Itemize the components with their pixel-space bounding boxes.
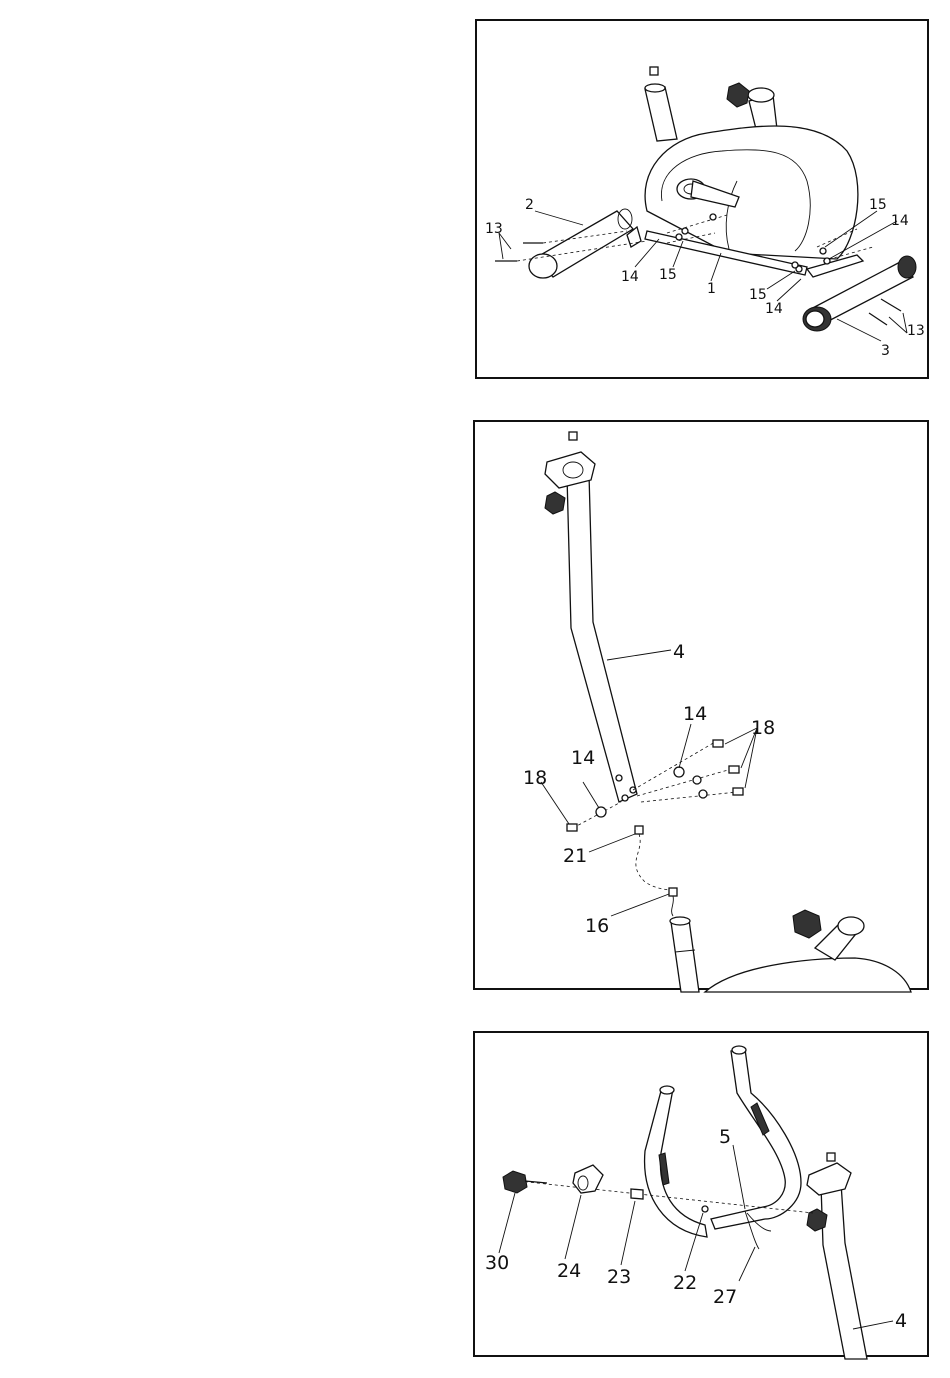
part-label: 13 (485, 221, 503, 237)
handlebar-post-stub (727, 83, 777, 133)
part-label: 15 (659, 267, 677, 283)
sensor-wire (635, 826, 677, 916)
assembly-step-panel-1: 2 13 14 15 1 15 14 15 14 13 3 (475, 19, 929, 379)
clamp-bracket (573, 1165, 603, 1193)
frame-stabilizer-drawing: 2 13 14 15 1 15 14 15 14 13 3 (477, 21, 931, 381)
part-label: 14 (571, 747, 595, 769)
part-label: 4 (673, 641, 685, 663)
part-label: 21 (563, 845, 587, 867)
assembly-step-panel-3: 5 30 24 23 22 27 4 (473, 1031, 929, 1357)
part-label: 14 (621, 269, 639, 285)
part-label: 18 (523, 767, 547, 789)
part-label: 15 (869, 197, 887, 213)
part-label: 14 (765, 301, 783, 317)
part-label: 14 (683, 703, 707, 725)
bushing (631, 1189, 643, 1199)
front-stabilizer (529, 209, 633, 278)
part-label: 3 (881, 343, 890, 359)
adjustment-knob (503, 1171, 547, 1193)
part-label: 4 (895, 1310, 907, 1332)
part-label: 30 (485, 1252, 509, 1274)
assembly-step-panel-2: 4 14 18 14 18 21 16 (473, 420, 929, 990)
handlebar-assembly-drawing: 5 30 24 23 22 27 4 (475, 1033, 931, 1359)
part-label: 18 (751, 717, 775, 739)
handlebar-post-drawing: 4 14 18 14 18 21 16 (475, 422, 931, 992)
frame-lower-tube (670, 917, 699, 992)
part-label: 22 (673, 1272, 697, 1294)
part-label: 23 (607, 1266, 631, 1288)
part-label: 14 (891, 213, 909, 229)
part-label: 27 (713, 1286, 737, 1308)
part-label: 1 (707, 281, 716, 297)
seat-post (645, 67, 677, 141)
part-label: 24 (557, 1260, 581, 1282)
part-label: 13 (907, 323, 925, 339)
part-label: 16 (585, 915, 609, 937)
part-label: 5 (719, 1126, 731, 1148)
part-label: 2 (525, 197, 534, 213)
frame-shroud-top (705, 910, 911, 992)
